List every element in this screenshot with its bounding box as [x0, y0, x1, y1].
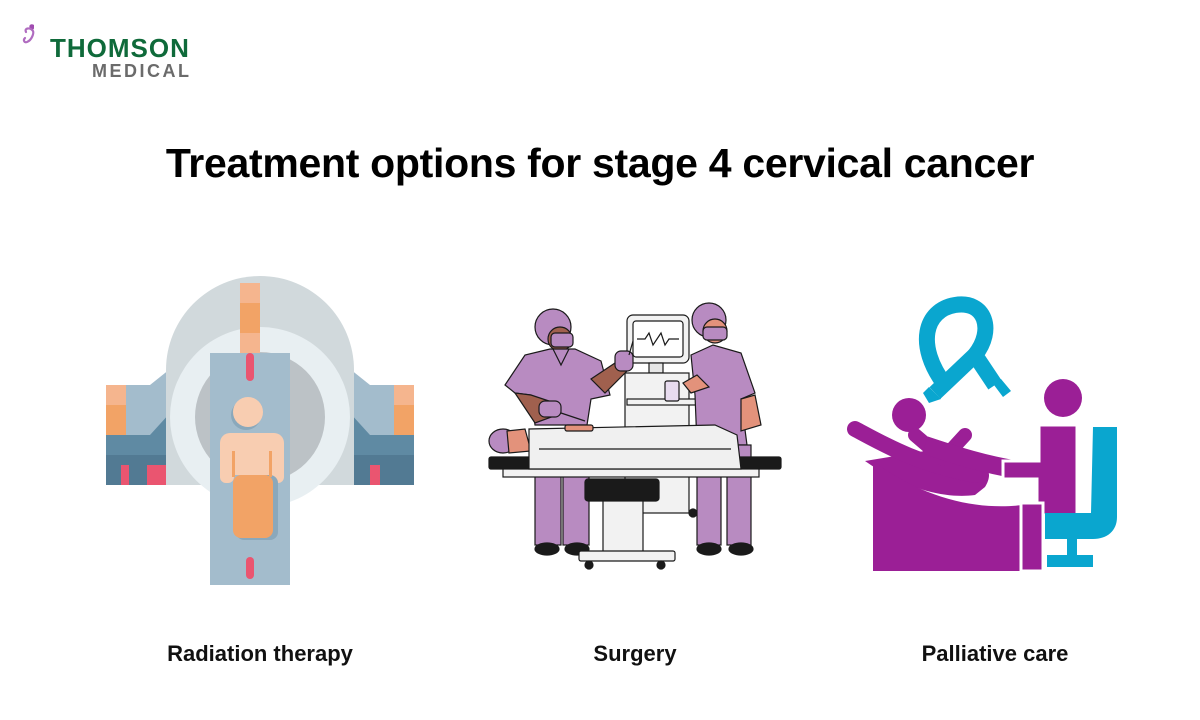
awareness-ribbon-icon [919, 296, 1011, 403]
thomson-medical-logo: THOMSON MEDICAL [22, 22, 222, 82]
radiation-machine-icon [106, 276, 414, 585]
option-label-surgery: Surgery [593, 641, 677, 666]
treatment-option-surgery: Surgery [465, 275, 805, 695]
butterfly-logo-icon [22, 24, 35, 44]
brand-name-medical: MEDICAL [92, 61, 192, 81]
surgery-team-icon [488, 302, 782, 570]
treatment-option-radiation: Radiation therapy [90, 275, 430, 695]
option-label-radiation: Radiation therapy [167, 641, 353, 666]
palliative-care-icon [847, 296, 1117, 573]
treatment-option-palliative: Palliative care [825, 275, 1165, 695]
brand-name-thomson: THOMSON [50, 33, 190, 63]
page-title: Treatment options for stage 4 cervical c… [165, 140, 1035, 186]
option-label-palliative: Palliative care [921, 641, 1069, 666]
